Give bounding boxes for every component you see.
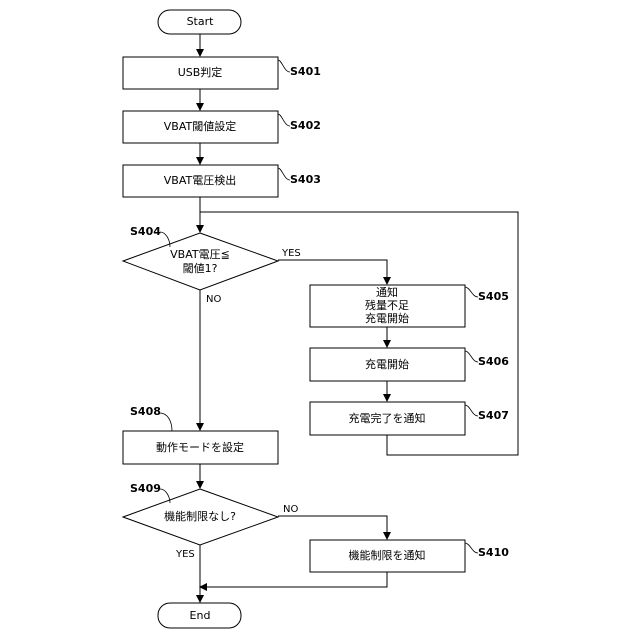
step-label-s404: S404 xyxy=(130,225,161,238)
s404-label-line1: VBAT電圧≦ xyxy=(170,248,230,261)
s407-label: 充電完了を通知 xyxy=(349,411,426,425)
s401-label: USB判定 xyxy=(178,65,223,79)
step-label-s402: S402 xyxy=(290,119,321,132)
s410-label: 機能制限を通知 xyxy=(349,548,426,562)
s408-label: 動作モードを設定 xyxy=(156,440,244,454)
edge-s404-yes-s405 xyxy=(278,260,387,284)
step-label-s405: S405 xyxy=(478,290,509,303)
s405-label-line2: 残量不足 xyxy=(365,298,409,312)
leader-s406 xyxy=(465,351,478,362)
leader-s402 xyxy=(278,114,290,126)
step-label-s407: S407 xyxy=(478,409,509,422)
s405-label-line1: 通知 xyxy=(376,285,398,299)
leader-s408 xyxy=(160,413,172,431)
leader-s407 xyxy=(465,405,478,416)
edge-s409-no-s410 xyxy=(278,516,387,539)
s402-label: VBAT閾値設定 xyxy=(164,119,236,133)
s404-no-label: NO xyxy=(206,294,221,305)
s404-yes-label: YES xyxy=(281,248,301,259)
s403-label: VBAT電圧検出 xyxy=(164,173,236,187)
leader-s403 xyxy=(278,168,290,180)
step-label-s403: S403 xyxy=(290,173,321,186)
step-label-s410: S410 xyxy=(478,546,509,559)
s406-label: 充電開始 xyxy=(365,357,409,371)
leader-s401 xyxy=(278,60,290,72)
step-label-s401: S401 xyxy=(290,65,321,78)
shapes xyxy=(123,10,465,628)
edge-s410-join xyxy=(200,572,387,587)
leader-s410 xyxy=(465,543,478,553)
s404-label-line2: 閾値1? xyxy=(183,262,218,275)
s405-label-line3: 充電開始 xyxy=(365,311,409,325)
start-label: Start xyxy=(187,15,215,28)
step-label-s409: S409 xyxy=(130,482,161,495)
s409-yes-label: YES xyxy=(175,549,195,560)
end-label: End xyxy=(190,609,211,622)
s409-label: 機能制限なし? xyxy=(164,509,236,523)
step-label-s408: S408 xyxy=(130,405,161,418)
step-label-s406: S406 xyxy=(478,355,509,368)
s409-no-label: NO xyxy=(283,504,298,515)
leader-s405 xyxy=(465,287,478,297)
